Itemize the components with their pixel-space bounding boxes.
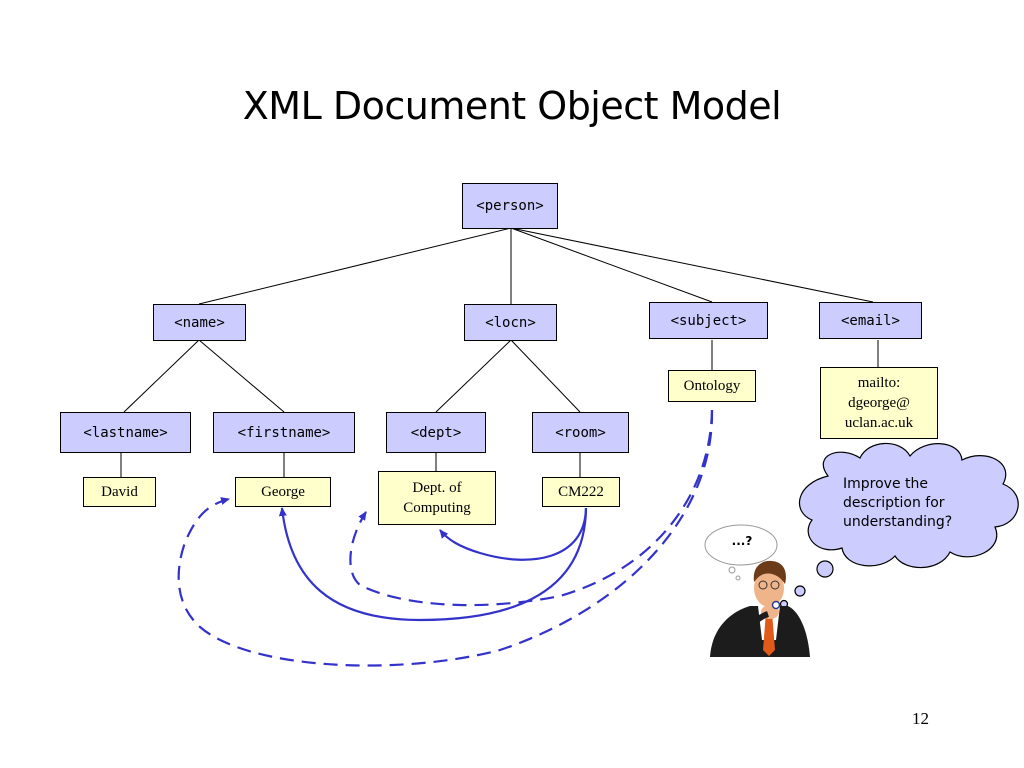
value-email-text: mailto: dgeorge@ uclan.ac.uk	[844, 375, 914, 431]
edge-locn-dept	[435, 339, 512, 413]
arrow-dashed-ontology-to-dept	[349, 409, 714, 607]
tree-lines	[120, 227, 879, 477]
value-dept-text: Dept. of Computing	[403, 480, 471, 516]
cloud-text: Improve the description for understandin…	[843, 476, 953, 530]
edge-name-lastname	[123, 339, 200, 413]
value-email: mailto: dgeorge@ uclan.ac.uk	[820, 367, 938, 439]
value-george-text: George	[261, 484, 305, 500]
thought-bubble	[704, 524, 778, 566]
page-number: 12	[912, 709, 929, 728]
cloud-shape	[798, 442, 1019, 569]
node-firstname: <firstname>	[213, 412, 355, 453]
node-locn: <locn>	[464, 304, 557, 341]
value-ontology-text: Ontology	[683, 378, 741, 394]
value-david-text: David	[101, 484, 138, 500]
thinking-man-icon	[704, 524, 810, 657]
node-lastname: <lastname>	[60, 412, 191, 453]
node-email: <email>	[819, 302, 922, 339]
node-dept: <dept>	[386, 412, 486, 453]
value-david: David	[83, 477, 156, 507]
node-person: <person>	[462, 183, 558, 229]
arrow-room-to-george	[278, 507, 588, 622]
arrow-room-to-dept	[439, 507, 588, 561]
thought-text: ...?	[731, 534, 753, 548]
value-george: George	[235, 477, 331, 507]
edge-name-firstname	[198, 339, 285, 413]
arrow-dashed-ontology-to-george	[177, 409, 714, 667]
edge-person-subject	[510, 227, 713, 303]
edge-locn-room	[510, 339, 581, 413]
node-room: <room>	[532, 412, 629, 453]
value-ontology: Ontology	[668, 370, 756, 402]
value-room: CM222	[542, 477, 620, 507]
cloud-bubble-large	[816, 560, 834, 578]
value-dept: Dept. of Computing	[378, 471, 496, 525]
slide-title: XML Document Object Model	[242, 84, 782, 128]
edge-person-name	[198, 227, 512, 305]
value-room-text: CM222	[558, 484, 604, 500]
cloud-bubble-medium	[794, 585, 806, 597]
edge-person-email	[510, 227, 874, 303]
node-name: <name>	[153, 304, 246, 341]
thought-cloud	[779, 442, 1019, 609]
node-subject: <subject>	[649, 302, 768, 339]
